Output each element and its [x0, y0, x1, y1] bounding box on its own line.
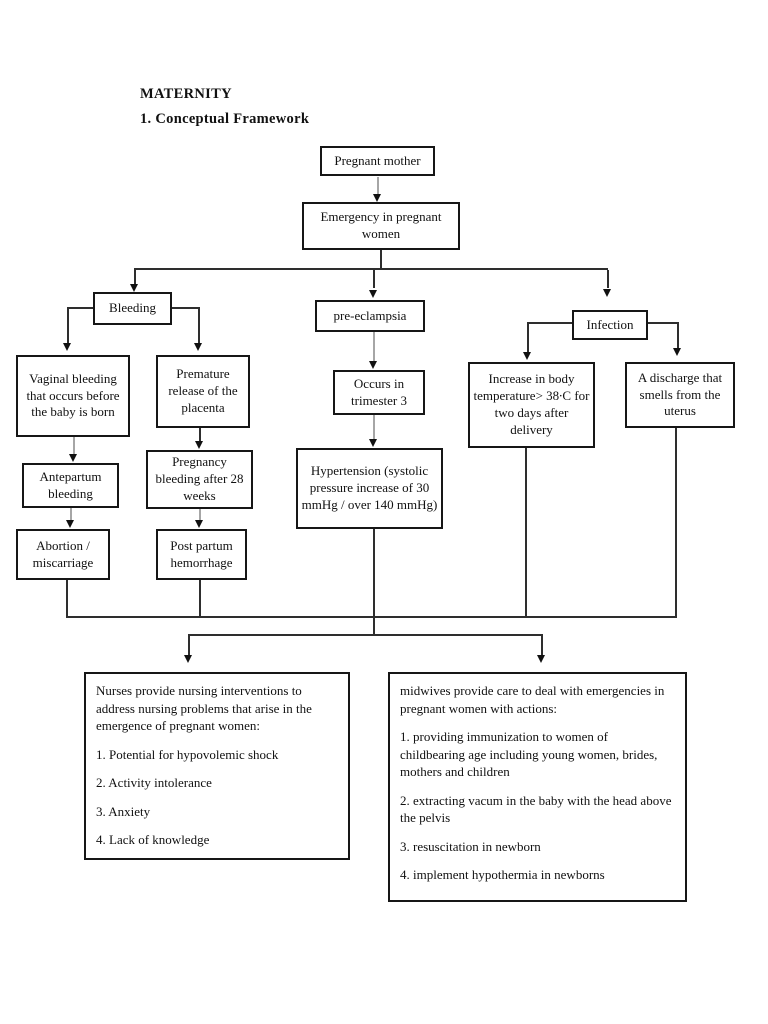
connector-preeclampsia-occurs — [373, 332, 375, 361]
node-emergency: Emergency in pregnant women — [302, 202, 460, 250]
nurses-item-2: 2. Activity intolerance — [96, 775, 212, 791]
arrowhead-infection-discharge — [673, 348, 681, 356]
page-title: MATERNITY — [140, 86, 232, 102]
arrowhead-root-emergency — [373, 194, 381, 202]
connector-bleeding-right-stub — [172, 307, 200, 309]
node-postpartum: Post partum hemorrhage — [156, 529, 247, 580]
node-abortion: Abortion / miscarriage — [16, 529, 110, 580]
arrowhead-branch-infection — [603, 289, 611, 297]
arrowhead-infection-temperature — [523, 352, 531, 360]
connector-root-emergency — [377, 177, 379, 195]
connector-hypertension-collect — [373, 529, 375, 636]
connector-infection-right-stub — [648, 322, 679, 324]
connector-bleeding-left-drop — [67, 307, 69, 343]
connector-postpartum-collect — [199, 580, 201, 617]
node-infection: Infection — [572, 310, 648, 340]
midwives-item-1: 1. providing immunization to women of ch… — [400, 729, 658, 780]
connector-occurs-hypertension — [373, 415, 375, 439]
nurses-interventions-box: Nurses provide nursing interventions to … — [84, 672, 350, 860]
section-heading: 1. Conceptual Framework — [140, 111, 310, 127]
connector-branch-preeclampsia — [373, 270, 375, 288]
nurses-item-1: 1. Potential for hypovolemic shock — [96, 746, 279, 762]
node-hypertension: Hypertension (systolic pressure increase… — [296, 448, 443, 529]
connector-bleeding-right-drop — [198, 307, 200, 343]
node-temperature: Increase in body temperature> 38∙C for t… — [468, 362, 595, 448]
arrowhead-branch-bleeding — [130, 284, 138, 292]
nurses-intro: Nurses provide nursing interventions to … — [96, 683, 312, 734]
arrowhead-antepartum-abortion — [66, 520, 74, 528]
midwives-item-2: 2. extracting vacum in the baby with the… — [400, 792, 672, 826]
arrowhead-midwives — [537, 655, 545, 663]
connector-infection-right-drop — [677, 322, 679, 348]
connector-discharge-collect — [675, 428, 677, 618]
arrowhead-premature-pregnancy — [195, 441, 203, 449]
node-vaginal-bleeding: Vaginal bleeding that occurs before the … — [16, 355, 130, 437]
distribute-line — [188, 634, 543, 636]
connector-premature-pregnancy — [199, 428, 201, 442]
node-pre-eclampsia: pre-eclampsia — [315, 300, 425, 332]
connector-distribute-midwives — [541, 635, 543, 655]
connector-infection-left-drop — [527, 322, 529, 352]
connector-infection-left-stub — [527, 322, 572, 324]
connector-branch-infection — [607, 270, 609, 288]
node-pregnant-mother: Pregnant mother — [320, 146, 435, 176]
collect-line — [66, 616, 677, 618]
connector-emergency-branchline — [380, 250, 382, 269]
arrowhead-preeclampsia-occurs — [369, 361, 377, 369]
node-occurs-trimester3: Occurs in trimester 3 — [333, 370, 425, 415]
nurses-item-4: 4. Lack of knowledge — [96, 832, 210, 848]
connector-pregnancy-postpartum — [199, 509, 201, 520]
branch-line — [134, 268, 608, 270]
midwives-intro: midwives provide care to deal with emerg… — [400, 683, 665, 716]
arrowhead-branch-preeclampsia — [369, 290, 377, 298]
node-pregnancy-bleeding: Pregnancy bleeding after 28 weeks — [146, 450, 253, 509]
node-premature-release: Premature release of the placenta — [156, 355, 250, 428]
midwives-item-4: 4. implement hypothermia in newborns — [400, 867, 605, 883]
node-antepartum: Antepartum bleeding — [22, 463, 119, 508]
arrowhead-pregnancy-postpartum — [195, 520, 203, 528]
connector-temperature-collect — [525, 448, 527, 618]
midwives-actions-box: midwives provide care to deal with emerg… — [388, 672, 687, 902]
arrowhead-bleeding-vaginal — [63, 343, 71, 351]
connector-abortion-collect — [66, 580, 68, 617]
connector-bleeding-left-stub — [67, 307, 93, 309]
arrowhead-bleeding-premature — [194, 343, 202, 351]
connector-antepartum-abortion — [70, 508, 72, 520]
arrowhead-vaginal-antepartum — [69, 454, 77, 462]
node-discharge: A discharge that smells from the uterus — [625, 362, 735, 428]
arrowhead-nurses — [184, 655, 192, 663]
connector-distribute-nurses — [188, 635, 190, 655]
midwives-item-3: 3. resuscitation in newborn — [400, 838, 541, 854]
nurses-item-3: 3. Anxiety — [96, 803, 151, 819]
connector-branch-bleeding — [134, 270, 136, 284]
node-bleeding: Bleeding — [93, 292, 172, 325]
connector-vaginal-antepartum — [73, 437, 75, 454]
arrowhead-occurs-hypertension — [369, 439, 377, 447]
